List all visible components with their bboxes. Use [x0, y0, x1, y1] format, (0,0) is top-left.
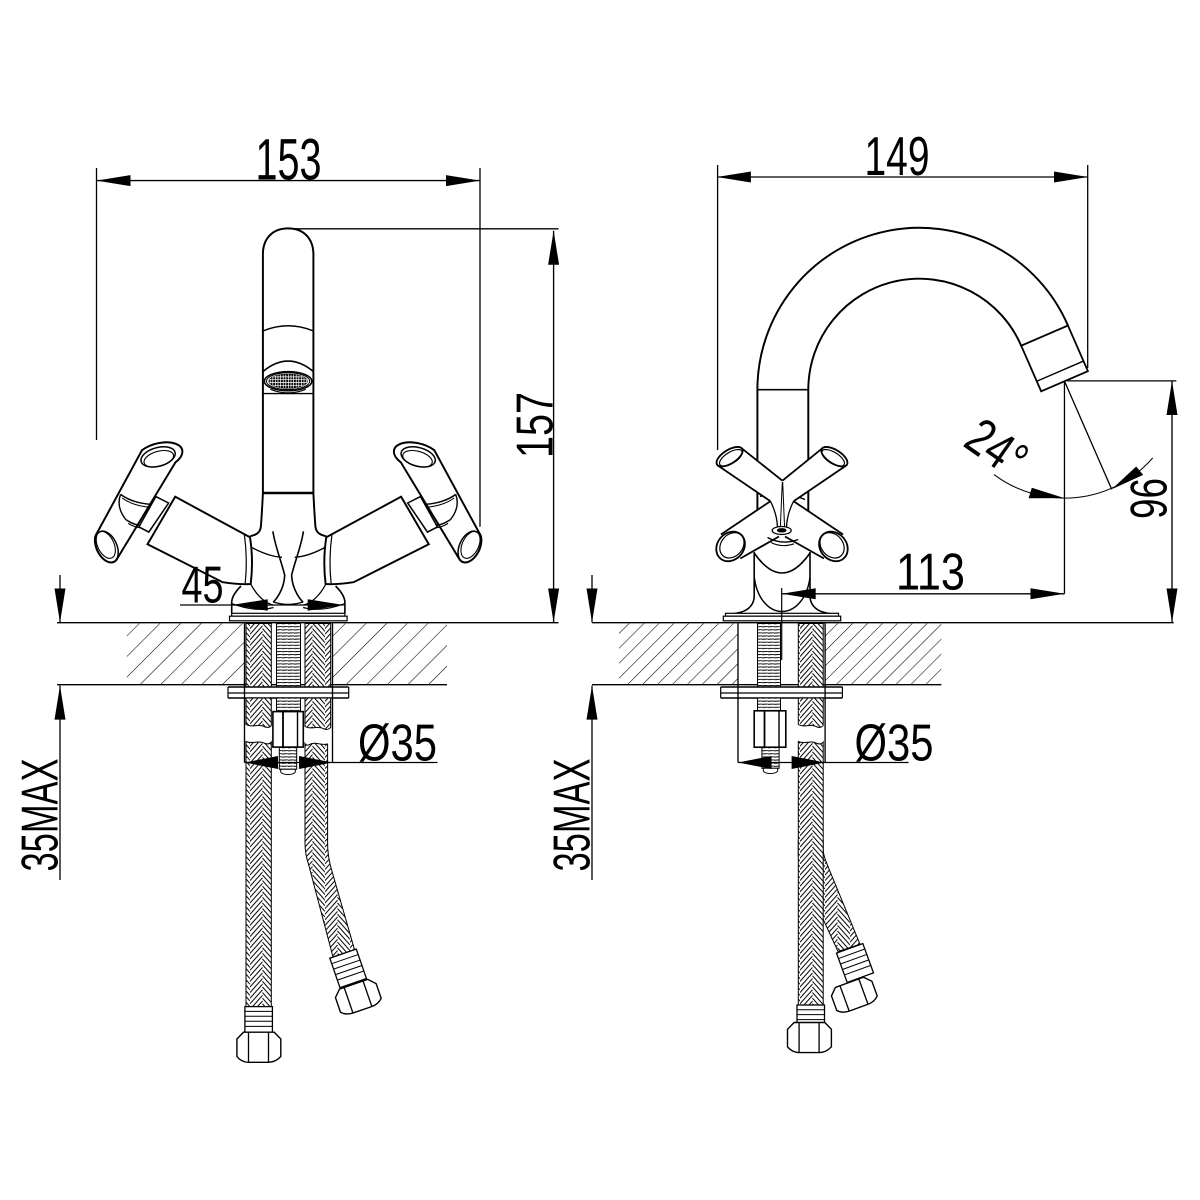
svg-text:157: 157	[507, 392, 565, 458]
svg-text:Ø35: Ø35	[855, 715, 934, 773]
svg-text:35MAX: 35MAX	[544, 759, 602, 872]
svg-text:113: 113	[896, 544, 965, 602]
svg-text:149: 149	[865, 125, 930, 187]
svg-text:Ø35: Ø35	[358, 715, 437, 773]
svg-text:35MAX: 35MAX	[12, 759, 70, 872]
svg-text:153: 153	[256, 128, 322, 193]
svg-text:45: 45	[182, 557, 224, 615]
svg-text:96: 96	[1121, 478, 1179, 519]
